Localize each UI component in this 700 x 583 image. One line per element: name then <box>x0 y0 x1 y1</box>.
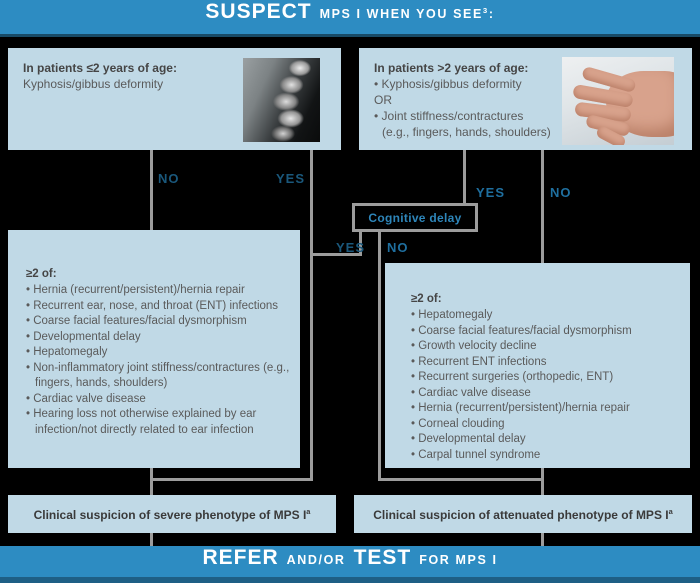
banner-top: SUSPECT MPS I WHEN YOU SEE3: <box>0 0 700 34</box>
banner-bottom: REFER AND/OR TEST FOR MPS I <box>0 546 700 577</box>
criteria-heading: In patients ≤2 years of age: <box>23 61 177 75</box>
label-right-yes: YES <box>476 185 506 200</box>
flow-line-cognitive-no <box>378 231 381 481</box>
symptom-item: • Non-inflammatory joint stiffness/contr… <box>26 361 290 390</box>
list-heading: ≥2 of: <box>26 268 57 280</box>
label-left-yes: YES <box>276 171 306 186</box>
outcome-attenuated-footnote-sup: a <box>668 506 673 516</box>
outcome-attenuated-label: Clinical suspicion of attenuated phenoty… <box>373 507 669 522</box>
criteria-body: Kyphosis/gibbus deformity <box>23 77 164 91</box>
flow-line-cognitive-yes-horizontal <box>310 253 362 256</box>
flow-line-join-severe <box>150 478 313 481</box>
symptom-item: • Developmental delay <box>411 433 526 445</box>
criteria-box-under-2-years: In patients ≤2 years of age: Kyphosis/gi… <box>8 48 341 150</box>
symptom-item: • Carpal tunnel syndrome <box>411 448 541 461</box>
criteria-heading: In patients >2 years of age: <box>374 61 529 75</box>
outcome-severe-footnote-sup: a <box>306 506 311 516</box>
symptom-item: • Recurrent ear, nose, and throat (ENT) … <box>26 299 279 312</box>
banner-refer-text: REFER <box>202 546 279 569</box>
symptom-item: • Hepatomegaly <box>26 346 108 358</box>
criteria-bullet: • Joint stiffness/contractures <box>374 109 524 123</box>
flow-line-right-yes <box>463 150 466 205</box>
symptom-item: • Coarse facial features/facial dysmorph… <box>411 324 632 337</box>
flow-line-stem-severe <box>150 468 153 495</box>
symptom-item: • Hernia (recurrent/persistent)/hernia r… <box>26 284 245 296</box>
label-cognitive-no: NO <box>387 240 409 255</box>
outcome-severe-text: Clinical suspicion of severe phenotype o… <box>34 507 311 522</box>
symptom-item: • Developmental delay <box>26 330 141 343</box>
symptom-item: • Hernia (recurrent/persistent)/hernia r… <box>411 402 630 414</box>
cognitive-delay-label: Cognitive delay <box>368 210 462 225</box>
banner-top-title: SUSPECT <box>205 0 312 23</box>
outcome-attenuated-text: Clinical suspicion of attenuated phenoty… <box>373 507 673 522</box>
label-left-no: NO <box>158 171 180 186</box>
symptom-item: • Recurrent surgeries (orthopedic, ENT) <box>411 371 614 383</box>
flow-line-left-no <box>150 150 153 231</box>
symptom-item: • Hearing loss not otherwise explained b… <box>26 408 257 436</box>
outcome-severe-box: Clinical suspicion of severe phenotype o… <box>8 495 336 533</box>
banner-for-mps1-text: FOR MPS I <box>419 553 498 567</box>
label-cognitive-yes: YES <box>336 240 366 255</box>
label-right-no: NO <box>550 185 572 200</box>
banner-top-colon: : <box>488 7 495 21</box>
banner-test-text: TEST <box>353 546 412 569</box>
banner-top-subtitle-text: MPS I WHEN YOU SEE <box>319 7 483 21</box>
criteria-bullet: • Kyphosis/gibbus deformity <box>374 77 522 91</box>
banner-top-subtitle: MPS I WHEN YOU SEE3: <box>320 6 495 21</box>
symptom-item: • Cardiac valve disease <box>26 392 146 405</box>
banner-bottom-divider <box>0 577 700 583</box>
symptom-item: • Corneal clouding <box>411 417 505 430</box>
criteria-or-text: OR <box>374 93 392 107</box>
cognitive-delay-box: Cognitive delay <box>352 203 478 232</box>
banner-top-reference-sup: 3 <box>482 5 489 15</box>
outcome-attenuated-box: Clinical suspicion of attenuated phenoty… <box>354 495 692 533</box>
flow-line-attenuated-to-banner <box>541 533 544 546</box>
flow-line-join-attenuated <box>378 478 544 481</box>
symptom-list-attenuated: ≥2 of: • Hepatomegaly • Coarse facial fe… <box>385 263 690 468</box>
hand-contracture-photo <box>562 57 674 145</box>
symptom-item: • Recurrent ENT infections <box>411 355 547 368</box>
spine-xray-photo <box>243 58 320 142</box>
banner-andor-text: AND/OR <box>286 553 346 567</box>
outcome-severe-label: Clinical suspicion of severe phenotype o… <box>33 507 307 522</box>
flow-line-severe-to-banner <box>150 533 153 546</box>
flow-line-left-yes <box>310 150 313 481</box>
criteria-bullet-sub: (e.g., fingers, hands, shoulders) <box>382 125 551 139</box>
symptom-item: • Coarse facial features/facial dysmorph… <box>26 315 247 327</box>
symptom-item: • Growth velocity decline <box>411 340 537 352</box>
list-heading: ≥2 of: <box>411 293 442 305</box>
criteria-box-over-2-years: In patients >2 years of age: • Kyphosis/… <box>359 48 692 150</box>
banner-top-divider <box>0 34 700 37</box>
symptom-item: • Hepatomegaly <box>411 309 493 321</box>
flow-line-cognitive-yes-vertical <box>359 231 362 255</box>
symptom-item: • Cardiac valve disease <box>411 386 531 399</box>
symptom-list-severe: ≥2 of: • Hernia (recurrent/persistent)/h… <box>8 230 300 468</box>
